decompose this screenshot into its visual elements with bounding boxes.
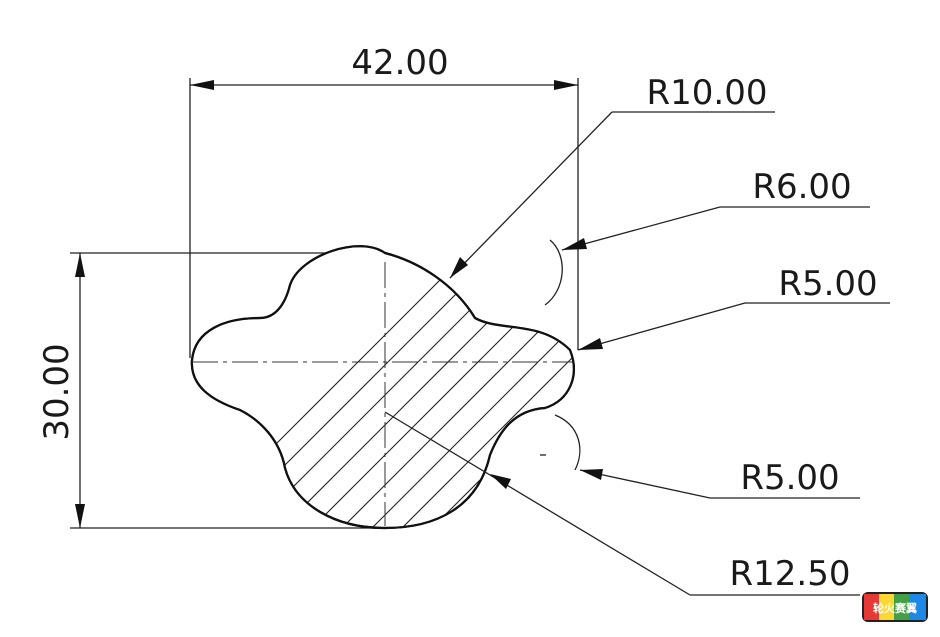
r12-arrow-icon: [490, 474, 511, 489]
r10-leader: [449, 111, 613, 279]
r5-lower-label: R5.00: [740, 458, 839, 498]
r10-arrow-icon: [450, 257, 468, 278]
width-dimension-label: 42.00: [351, 43, 448, 83]
lower-notch-arc: [554, 414, 581, 471]
r12-leader: [384, 411, 691, 596]
part-profile: [190, 245, 575, 530]
r6-arrow-icon: [562, 238, 587, 250]
r5-upper-arrow-icon: [578, 338, 603, 350]
arrow-down-icon: [75, 504, 85, 528]
upper-notch-arc: [544, 239, 563, 306]
r6-label: R6.00: [752, 167, 851, 207]
watermark-text: 轮火赛翼: [873, 601, 917, 615]
r10-label: R10.00: [647, 73, 768, 113]
height-dimension-label: 30.00: [37, 343, 77, 440]
r5-upper-leader: [577, 302, 746, 351]
arrow-right-icon: [554, 80, 578, 90]
arrow-left-icon: [190, 80, 214, 90]
r5-lower-arrow-icon: [580, 469, 603, 480]
r5-upper-label: R5.00: [778, 264, 877, 304]
arrow-up-icon: [75, 253, 85, 277]
watermark-logo: 轮火赛翼: [862, 592, 928, 622]
r12-label: R12.50: [730, 554, 851, 594]
part-outline-stroke: [190, 245, 575, 530]
r6-leader: [561, 206, 721, 251]
